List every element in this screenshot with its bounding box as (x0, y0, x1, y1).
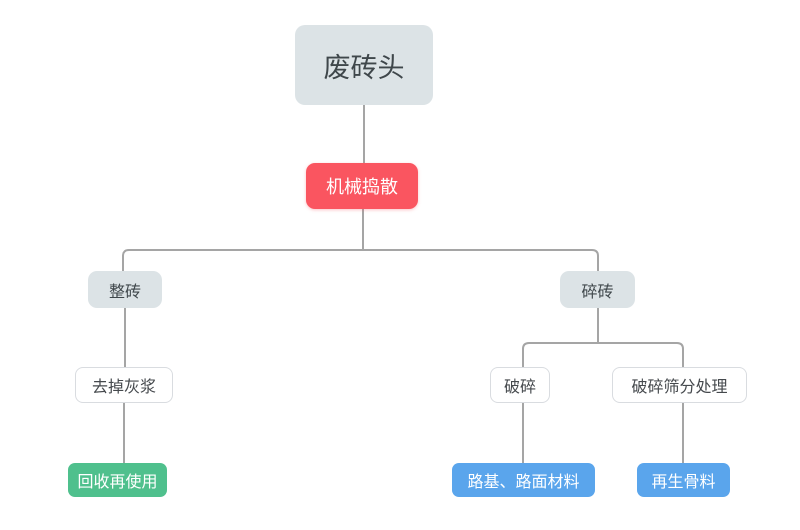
node-recycled-aggregate[interactable]: 再生骨料 (637, 463, 730, 497)
node-crush-screening[interactable]: 破碎筛分处理 (612, 367, 747, 403)
node-roadbase-pavement-material[interactable]: 路基、路面材料 (452, 463, 595, 497)
edge-broken-branch-bar (522, 342, 684, 367)
edge-branch-bar (122, 249, 599, 271)
node-mechanical-breakup[interactable]: 机械捣散 (306, 163, 418, 209)
node-recycle-reuse[interactable]: 回收再使用 (68, 463, 167, 497)
node-waste-brick[interactable]: 废砖头 (295, 25, 433, 105)
node-broken-brick[interactable]: 碎砖 (560, 271, 635, 308)
node-crush[interactable]: 破碎 (490, 367, 550, 403)
node-whole-brick[interactable]: 整砖 (88, 271, 162, 308)
node-remove-mortar[interactable]: 去掉灰浆 (75, 367, 173, 403)
